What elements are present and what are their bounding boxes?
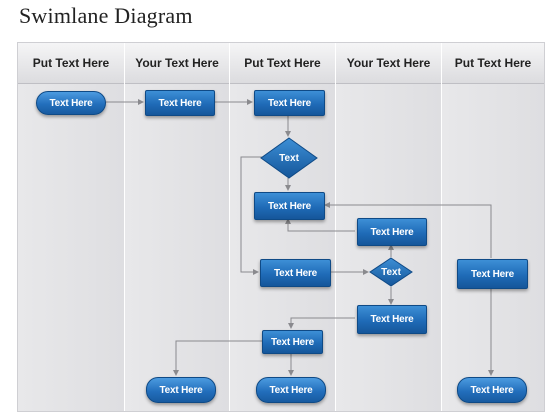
end-terminal-lane3[interactable]: Text Here xyxy=(256,377,326,403)
lane-1-header: Put Text Here xyxy=(18,43,124,84)
page-title: Swimlane Diagram xyxy=(19,3,193,28)
process-box-lane3-top[interactable]: Text Here xyxy=(254,90,325,116)
lane-5: Put Text Here xyxy=(442,43,544,411)
connector-lane3bottom-to-lane2end xyxy=(173,340,262,376)
connector-lane4lower-to-lane3bottom xyxy=(288,317,355,329)
process-box-lane3-mid[interactable]: Text Here xyxy=(254,192,325,220)
process-box-lane5[interactable]: Text Here xyxy=(457,259,528,289)
process-box-lane3-low[interactable]: Text Here xyxy=(260,259,331,287)
decision-top-label: Text xyxy=(279,152,299,164)
decision-lower-label: Text xyxy=(381,266,401,278)
connector-lane5-to-lane3mid xyxy=(324,202,492,258)
lane-3-header: Put Text Here xyxy=(230,43,335,84)
process-box-lane4-lower[interactable]: Text Here xyxy=(357,305,427,334)
connector-lane4upper-to-lane3mid xyxy=(285,218,355,232)
lane-2-header: Your Text Here xyxy=(125,43,229,84)
process-box-lane2[interactable]: Text Here xyxy=(145,90,215,116)
process-box-lane4-upper[interactable]: Text Here xyxy=(357,218,427,246)
decision-lower-shape xyxy=(369,257,413,287)
connector-decision-left-loop xyxy=(240,156,262,275)
lane-5-header: Put Text Here xyxy=(442,43,544,84)
lane-4-header: Your Text Here xyxy=(336,43,441,84)
start-terminal[interactable]: Text Here xyxy=(36,91,106,115)
swimlane-board: Put Text Here Your Text Here Put Text He… xyxy=(17,42,545,412)
decision-top[interactable]: Text xyxy=(260,137,318,179)
end-terminal-lane2[interactable]: Text Here xyxy=(146,377,216,403)
decision-lower[interactable]: Text xyxy=(369,257,413,287)
end-terminal-lane5[interactable]: Text Here xyxy=(457,377,527,403)
process-box-lane3-bottom[interactable]: Text Here xyxy=(262,330,323,354)
decision-top-shape xyxy=(260,137,318,179)
